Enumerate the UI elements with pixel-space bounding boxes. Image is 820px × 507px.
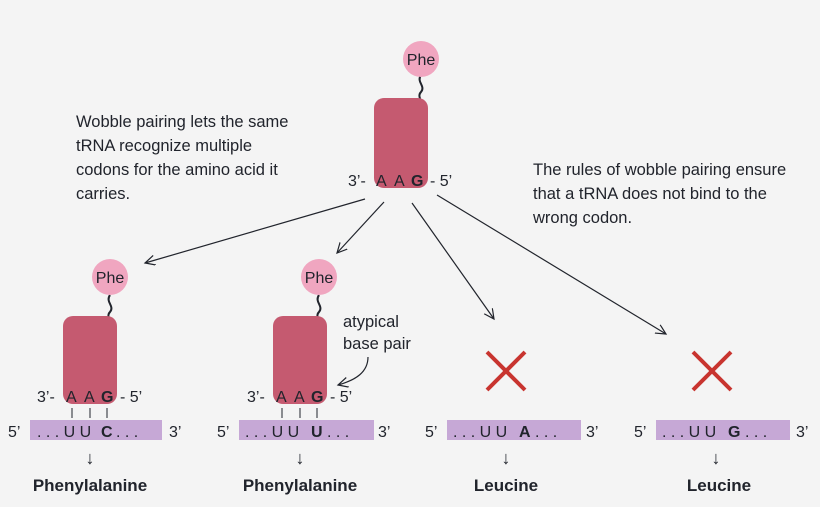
panel-1-trna-body: [63, 316, 117, 404]
panel-4-mrna-strip: [656, 420, 790, 440]
atypical-base-pair-label: atypical base pair: [343, 313, 411, 353]
panel-3-three-prime: 3’: [586, 424, 598, 441]
cross-icon: [485, 350, 527, 392]
panel-2-anticodon-prefix: 3’-: [247, 389, 265, 406]
atypical-pair-arrow: [338, 356, 369, 385]
panel-1-three-prime: 3’: [169, 424, 181, 441]
top-anticodon-3: G: [411, 173, 423, 190]
panel-1-five-prime: 5’: [8, 424, 20, 441]
panel-1-codon-post: . . .: [116, 424, 138, 441]
panel-4-codon-bold: G: [728, 424, 740, 441]
panel-1-codon-bold: C: [101, 424, 113, 441]
top-anticodon-prefix: 3’-: [348, 173, 366, 190]
top-trna-body: [374, 98, 428, 188]
panel-2-anticodon-2: A: [294, 389, 305, 406]
top-anticodon-1: A: [376, 173, 387, 190]
panel-3-codon-bold: A: [519, 424, 531, 441]
panel-1-anticodon-3: G: [101, 389, 113, 406]
arrow-to-panel-4: [436, 194, 666, 334]
panel-2-mrna: 5’ . . . U U U . . . 3’: [217, 420, 390, 441]
top-trna: Phe 3’- A A G - 5’: [348, 41, 452, 190]
note-wobble-rules: The rules of wobble pairing ensure that …: [533, 161, 787, 227]
panel-3-five-prime: 5’: [425, 424, 437, 441]
panel-2-phe-circle: [301, 259, 337, 295]
panel-1-phe-circle: [92, 259, 128, 295]
panel-4-three-prime: 3’: [796, 424, 808, 441]
panel-2-codon-pre: . . . U U: [245, 424, 299, 441]
panel-2-trna: Phe 3’- A A G - 5’: [247, 259, 369, 418]
panel-2-anticodon-1: A: [276, 389, 287, 406]
panel-4-mrna: 5’ . . . U U G . . . 3’: [634, 420, 808, 441]
panel-2-anticodon-3: G: [311, 389, 323, 406]
panel-1-anticodon-prefix: 3’-: [37, 389, 55, 406]
panel-2-mrna-strip: [239, 420, 374, 440]
result-label-panel-4: Leucine: [686, 476, 752, 495]
panel-3-mrna-strip: [447, 420, 581, 440]
arrow-to-panel-3: [411, 202, 494, 319]
down-arrow-icon: ↓: [85, 448, 95, 468]
note-wobble-recognition: Wobble pairing lets the same tRNA recogn…: [76, 113, 289, 203]
panel-2-five-prime: 5’: [217, 424, 229, 441]
arrow-to-panel-2: [337, 201, 385, 253]
panel-3-mrna: 5’ . . . U U A . . . 3’: [425, 420, 598, 441]
panel-1-anticodon-2: A: [84, 389, 95, 406]
panel-1-codon-pre: . . . U U: [37, 424, 91, 441]
down-arrow-icon: ↓: [501, 448, 511, 468]
branch-arrows: [145, 194, 666, 334]
panel-3-codon-post: . . .: [535, 424, 557, 441]
panel-4-five-prime: 5’: [634, 424, 646, 441]
panel-1-mrna-strip: [30, 420, 162, 440]
top-anticodon-2: A: [394, 173, 405, 190]
panel-2-phe-label: Phe: [305, 270, 334, 287]
top-phe-label: Phe: [407, 52, 436, 69]
panel-1-trna: Phe 3’- A A G - 5’: [37, 259, 142, 418]
result-label-panel-2: Phenylalanine: [242, 476, 358, 495]
top-anticodon-suffix: - 5’: [430, 173, 452, 190]
panel-3-codon-pre: . . . U U: [453, 424, 507, 441]
panel-1-anticodon-suffix: - 5’: [120, 389, 142, 406]
result-label-panel-1: Phenylalanine: [32, 476, 148, 495]
panel-2-trna-body: [273, 316, 327, 404]
arrow-to-panel-1: [145, 198, 366, 263]
down-arrow-icon: ↓: [711, 448, 721, 468]
panel-2-codon-bold: U: [311, 424, 323, 441]
panel-1-phe-label: Phe: [96, 270, 125, 287]
panel-4-codon-post: . . .: [745, 424, 767, 441]
down-arrow-icon: ↓: [295, 448, 305, 468]
panel-4-codon-pre: . . . U U: [662, 424, 716, 441]
result-label-panel-3: Leucine: [473, 476, 539, 495]
panel-2-codon-post: . . .: [327, 424, 349, 441]
top-phe-circle: [403, 41, 439, 77]
panel-2-three-prime: 3’: [378, 424, 390, 441]
panel-2-anticodon-suffix: - 5’: [330, 389, 352, 406]
cross-icon: [691, 350, 733, 392]
panel-1-mrna: 5’ . . . U U C . . . 3’: [8, 420, 181, 441]
panel-1-anticodon-1: A: [66, 389, 77, 406]
